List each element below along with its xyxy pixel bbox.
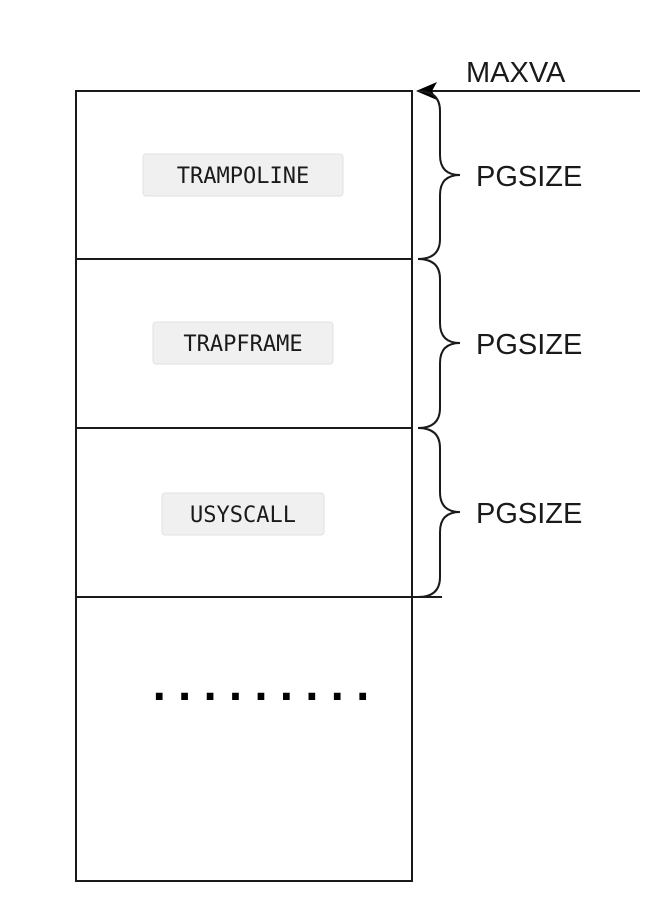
region-usyscall: USYSCALL	[161, 492, 325, 536]
region-trapframe: TRAPFRAME	[152, 321, 334, 365]
ellipsis-label: .........	[152, 665, 381, 709]
trapframe-label: TRAPFRAME	[183, 332, 302, 357]
trampoline-label-bg	[142, 153, 344, 197]
region-remaining: .........	[152, 665, 381, 709]
pgsize-label-1: PGSIZE	[476, 161, 582, 193]
region-trampoline: TRAMPOLINE	[142, 153, 344, 197]
brace-usyscall	[417, 427, 461, 598]
memory-stack-outline	[75, 90, 413, 882]
maxva-pointer: MAXVA	[416, 57, 640, 100]
pgsize-label-2: PGSIZE	[476, 329, 582, 361]
trapframe-label-bg	[152, 321, 334, 365]
maxva-label: MAXVA	[466, 57, 566, 89]
trampoline-label: TRAMPOLINE	[177, 164, 309, 189]
brace-trampoline	[417, 90, 461, 260]
brace-trapframe	[417, 258, 461, 429]
pgsize-label-3: PGSIZE	[476, 498, 582, 530]
usyscall-label-bg	[161, 492, 325, 536]
usyscall-label: USYSCALL	[190, 503, 296, 528]
